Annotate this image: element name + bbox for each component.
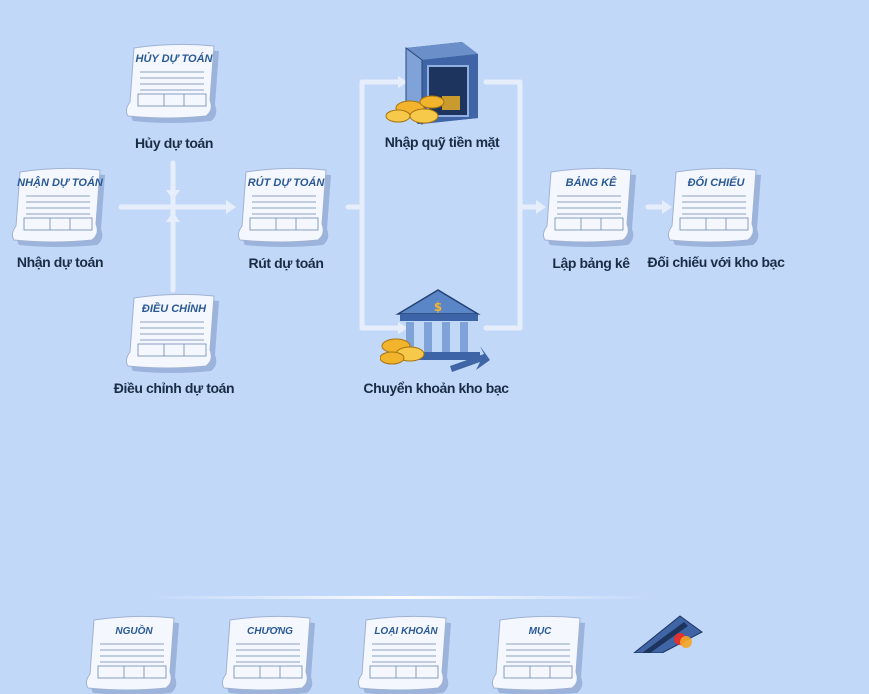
connector-merge xyxy=(483,79,523,331)
node-label: Đối chiếu với kho bạc xyxy=(647,254,785,270)
document-ruling xyxy=(249,195,319,231)
document-title: CHƯƠNG xyxy=(247,626,293,637)
arrowhead-rut xyxy=(226,200,236,214)
node-label: Nhập quỹ tiền mặt xyxy=(384,134,500,150)
document-ruling xyxy=(23,195,93,231)
document-icon: ĐIỀU CHỈNH xyxy=(124,292,220,373)
document-title: LOẠI KHOẢN xyxy=(374,624,438,637)
arrowhead-nhapquy xyxy=(398,76,408,88)
credit-card-icon xyxy=(633,615,703,653)
node-label: Rút dự toán xyxy=(248,255,324,271)
node-label: Chuyển khoản kho bạc xyxy=(363,380,509,396)
node-label: Hủy dự toán xyxy=(134,135,214,151)
document-title: NGUỒN xyxy=(115,624,153,637)
arrowhead-up xyxy=(166,212,180,222)
document-icon: HỦY DỰ TOÁN xyxy=(124,42,220,123)
document-title: MỤC xyxy=(529,626,553,637)
paper-sheet: NGUỒN xyxy=(85,615,179,694)
document-title: RÚT DỰ TOÁN xyxy=(248,176,326,189)
node-label: Lập bảng kê xyxy=(552,255,630,271)
paper-sheet: RÚT DỰ TOÁN xyxy=(237,167,331,247)
document-ruling xyxy=(554,195,624,231)
paper-sheet: ĐỐI CHIẾU xyxy=(667,167,761,247)
document-icon: MỤC xyxy=(490,614,586,694)
document-icon: BẢNG KÊ xyxy=(541,166,637,247)
paper-sheet: LOẠI KHOẢN xyxy=(357,615,451,694)
connector-split-nhapquy xyxy=(359,79,403,331)
paper-sheet: HỦY DỰ TOÁN xyxy=(125,43,219,123)
document-title: ĐỐI CHIẾU xyxy=(688,176,746,189)
document-icon: NGUỒN xyxy=(84,614,180,694)
node-label: Nhận dự toán xyxy=(16,254,104,270)
arrowhead-chuyenkhoan xyxy=(398,322,408,334)
document-icon: RÚT DỰ TOÁN xyxy=(236,166,332,247)
safe-icon xyxy=(385,42,478,125)
paper-sheet: CHƯƠNG xyxy=(221,615,315,694)
node-label: Điều chỉnh dự toán xyxy=(113,380,235,396)
document-ruling xyxy=(137,321,207,357)
arrowhead-bangke xyxy=(536,200,546,214)
svg-text:$: $ xyxy=(434,300,442,314)
document-title: ĐIỀU CHỈNH xyxy=(142,302,207,315)
document-ruling xyxy=(679,195,749,231)
document-icon: NHẬN DỰ TOÁN xyxy=(10,166,106,247)
document-ruling xyxy=(137,71,207,107)
flow-connectors xyxy=(118,76,672,334)
document-title: HỦY DỰ TOÁN xyxy=(136,52,214,65)
document-title: NHẬN DỰ TOÁN xyxy=(17,176,104,189)
document-icon: CHƯƠNG xyxy=(220,614,316,694)
paper-sheet: NHẬN DỰ TOÁN xyxy=(11,167,105,247)
bank-icon: $ xyxy=(380,289,490,372)
paper-sheet: MỤC xyxy=(491,615,585,694)
document-icon: ĐỐI CHIẾU xyxy=(666,166,762,247)
paper-sheet: BẢNG KÊ xyxy=(542,167,636,247)
arrowhead-down xyxy=(166,190,180,200)
arrowhead-doichieu xyxy=(662,200,672,214)
document-icon: LOẠI KHOẢN xyxy=(356,614,452,694)
section-divider xyxy=(150,596,650,599)
paper-sheet: ĐIỀU CHỈNH xyxy=(125,293,219,373)
document-title: BẢNG KÊ xyxy=(566,176,617,189)
